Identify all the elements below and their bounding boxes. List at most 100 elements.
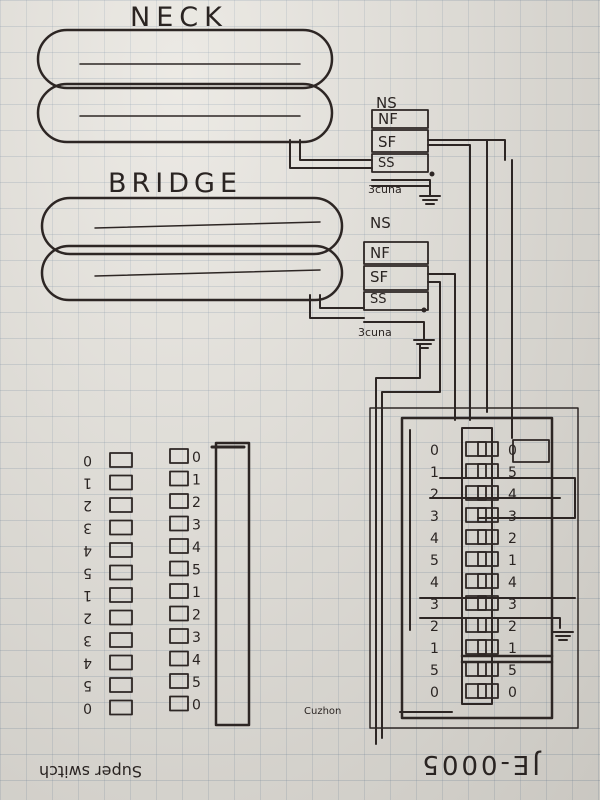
terminal-box <box>477 683 499 699</box>
terminal-number: 1 <box>508 641 517 657</box>
bridge-terminal-boxes <box>363 241 429 311</box>
terminal-number: 2 <box>192 495 201 511</box>
terminal-box <box>169 605 189 622</box>
output-label: Cuzhon <box>304 706 341 717</box>
terminal-number: 2 <box>430 619 439 635</box>
terminal-number: 0 <box>430 685 439 701</box>
terminal-number: 2 <box>430 487 439 503</box>
terminal-number: 5 <box>192 675 201 691</box>
terminal-box <box>477 573 499 589</box>
terminal-number: 4 <box>192 653 201 669</box>
terminal-number: 1 <box>192 473 201 489</box>
terminal-box <box>465 639 487 655</box>
terminal-number: 0 <box>83 700 92 716</box>
terminal-number: 0 <box>192 450 201 466</box>
terminal-box <box>465 595 487 611</box>
neck-ss-label: SS <box>378 156 395 171</box>
terminal-number: 3 <box>192 518 201 534</box>
terminal-box <box>169 538 189 554</box>
terminal-box <box>465 617 487 633</box>
terminal-box <box>477 551 499 567</box>
terminal-number: 4 <box>83 655 92 671</box>
terminal-box <box>477 485 499 501</box>
terminal-number: 5 <box>83 677 92 693</box>
terminal-number: 0 <box>83 452 92 468</box>
terminal-number: 1 <box>83 587 92 603</box>
terminal-number: 2 <box>83 610 92 626</box>
terminal-box <box>169 650 189 667</box>
terminal-number: 5 <box>430 663 439 679</box>
neck-wires <box>289 139 506 421</box>
terminal-box <box>109 497 133 513</box>
terminal-box <box>477 639 499 655</box>
terminal-number: 0 <box>430 443 439 459</box>
terminal-number: 5 <box>508 465 517 481</box>
terminal-box <box>109 609 133 626</box>
terminal-number: 5 <box>83 565 92 581</box>
je-top-block <box>512 439 550 463</box>
terminal-box <box>477 441 499 457</box>
terminal-number: 3 <box>83 632 92 648</box>
terminal-box <box>477 529 499 545</box>
terminal-number: 0 <box>192 698 201 714</box>
terminal-box <box>169 583 189 599</box>
bridge-wires <box>309 273 456 421</box>
terminal-box <box>465 661 487 677</box>
super-switch-label: Super switch <box>39 762 142 781</box>
terminal-number: 3 <box>430 597 439 613</box>
terminal-number: 5 <box>192 563 201 579</box>
terminal-number: 2 <box>508 531 517 547</box>
terminal-number: 3 <box>430 509 439 525</box>
neck-pickup <box>36 28 334 144</box>
bridge-ground-label: 3cuna <box>358 326 392 339</box>
terminal-number: 3 <box>192 630 201 646</box>
bridge-ns-label: NS <box>370 214 391 232</box>
terminal-number: 2 <box>508 619 517 635</box>
terminal-box <box>169 470 189 487</box>
bridge-nf-label: NF <box>370 244 390 262</box>
neck-label: NECK <box>130 2 228 33</box>
terminal-number: 5 <box>430 553 439 569</box>
terminal-number: 4 <box>508 487 517 503</box>
terminal-box <box>109 654 133 671</box>
terminal-box <box>109 677 133 693</box>
terminal-box <box>465 529 487 545</box>
bridge-ss-label: SS <box>370 292 387 307</box>
terminal-box <box>109 474 133 491</box>
terminal-number: 1 <box>430 465 439 481</box>
terminal-number: 4 <box>83 542 92 558</box>
bridge-coil-top <box>40 196 344 256</box>
terminal-box <box>109 564 133 581</box>
bridge-pole-line-2 <box>94 269 321 277</box>
bridge-sf-label: SF <box>370 268 388 286</box>
terminal-box <box>169 448 189 464</box>
terminal-box <box>169 628 189 644</box>
terminal-box <box>477 463 499 479</box>
terminal-box <box>169 493 189 509</box>
terminal-box <box>465 551 487 567</box>
terminal-number: 1 <box>83 475 92 491</box>
terminal-box <box>109 587 133 603</box>
terminal-number: 4 <box>508 575 517 591</box>
terminal-number: 0 <box>508 443 517 459</box>
terminal-box <box>109 542 133 558</box>
terminal-number: 1 <box>508 553 517 569</box>
terminal-box <box>465 485 487 501</box>
super-switch-body <box>214 441 251 727</box>
terminal-box <box>477 595 499 611</box>
bridge-pole-line-1 <box>94 221 321 229</box>
terminal-number: 1 <box>430 641 439 657</box>
terminal-box <box>109 519 133 536</box>
terminal-box <box>477 661 499 677</box>
bridge-pickup <box>40 196 344 302</box>
terminal-box <box>169 515 189 532</box>
je-frame <box>369 407 579 729</box>
